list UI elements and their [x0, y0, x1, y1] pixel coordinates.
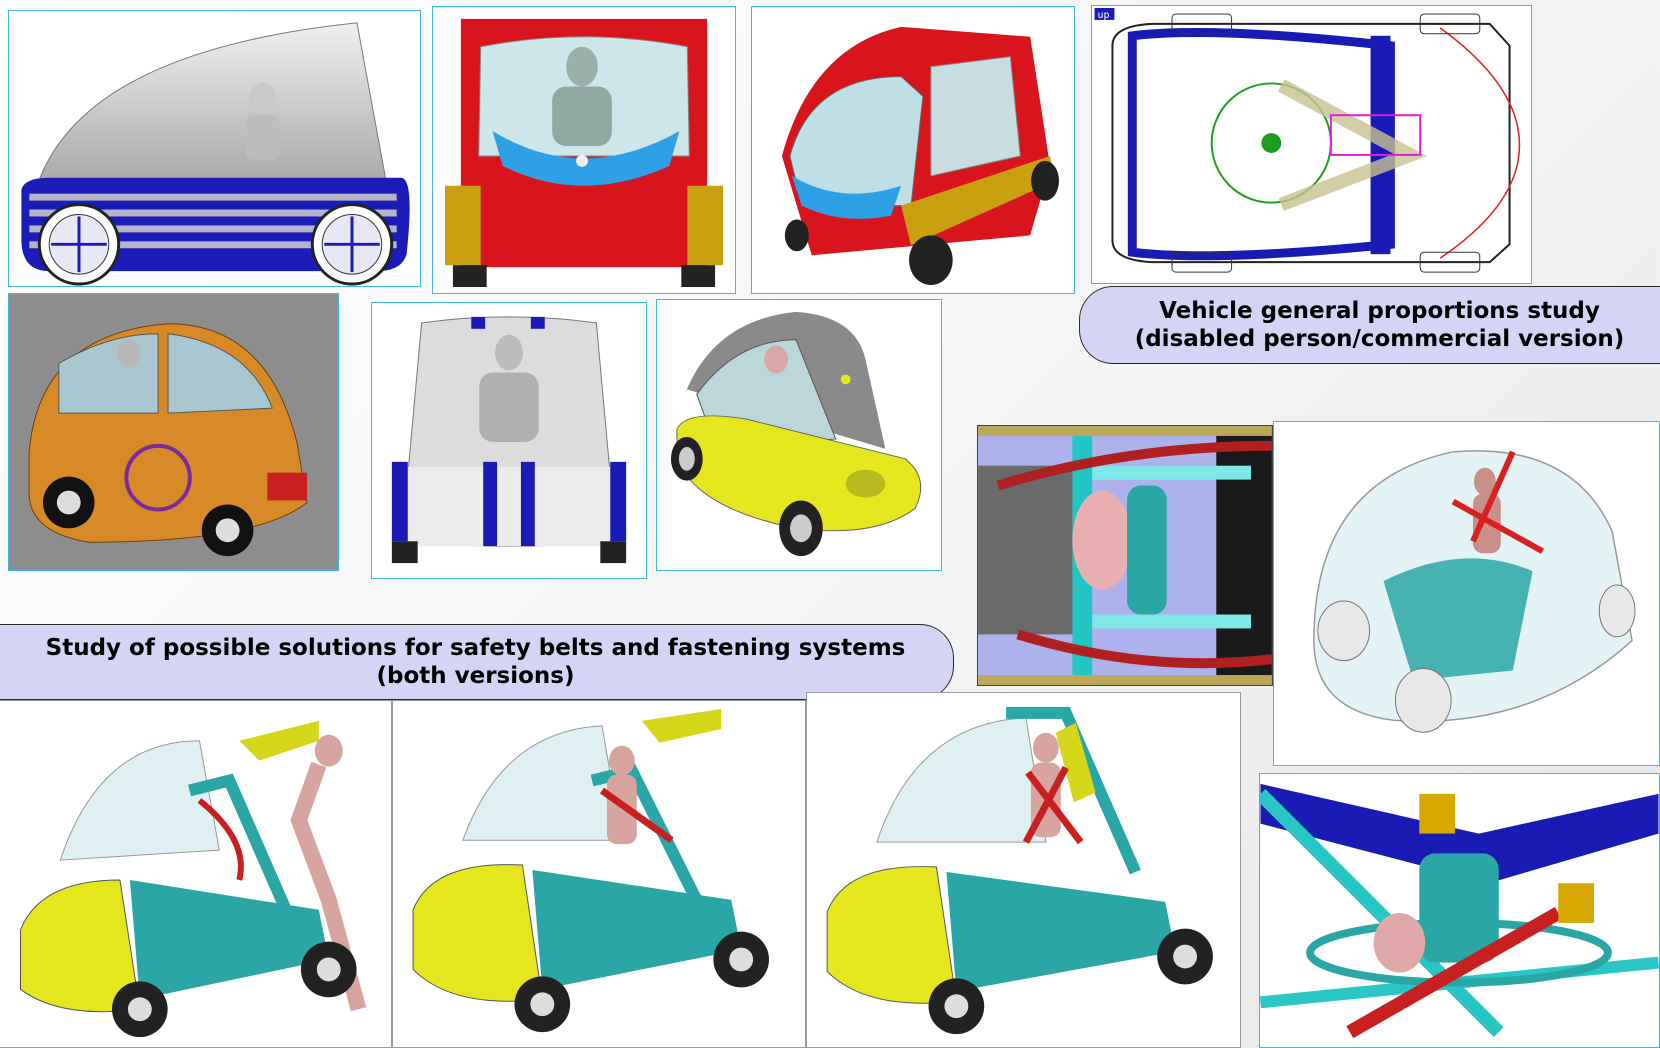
yellow-pod-three-quarter-render	[656, 299, 942, 571]
belts-caption-line1: Study of possible solutions for safety b…	[45, 635, 906, 661]
proportions-caption-line2: (disabled person/commercial version)	[1134, 326, 1625, 352]
blueprint-tag: up	[1098, 10, 1110, 21]
proportions-caption-line1: Vehicle general proportions study	[1159, 298, 1600, 324]
front-view-white-blue-stripe-render	[371, 302, 647, 579]
orange-wireframe-wheelchair-render	[8, 293, 339, 571]
blueprint-icon: up	[1094, 7, 1521, 273]
frame-closeup-belt-render	[1259, 773, 1660, 1048]
safety-belts-caption: Study of possible solutions for safety b…	[0, 624, 954, 700]
belts-caption-line2: (both versions)	[376, 663, 575, 689]
car-open-icon	[20, 720, 367, 1038]
car-front-icon	[444, 18, 724, 288]
side-view-blue-striped-render	[8, 10, 421, 287]
belt-detail-icon	[978, 426, 1272, 685]
three-quarter-red-render	[751, 6, 1075, 294]
car-3q-icon	[670, 311, 922, 557]
car-3q-icon	[781, 26, 1059, 286]
entry-sequence-step-1	[0, 700, 392, 1048]
top-view-wireframe-blueprint: up	[1091, 5, 1532, 284]
front-view-red-render	[432, 6, 736, 294]
car-open-icon	[412, 708, 770, 1033]
entry-sequence-step-2	[392, 700, 806, 1048]
frame-closeup-icon	[1260, 783, 1659, 1039]
transparent-shell-seatbelt-render	[1273, 421, 1660, 766]
shell-icon	[1313, 450, 1636, 733]
car-open-icon	[826, 706, 1213, 1035]
car-side-icon	[21, 22, 410, 286]
car-front-icon	[391, 316, 627, 564]
car-wireframe-icon	[28, 323, 308, 557]
proportions-study-caption: Vehicle general proportions study (disab…	[1079, 286, 1660, 364]
top-view-belt-detail-render	[977, 425, 1273, 686]
entry-sequence-step-3	[806, 692, 1241, 1048]
